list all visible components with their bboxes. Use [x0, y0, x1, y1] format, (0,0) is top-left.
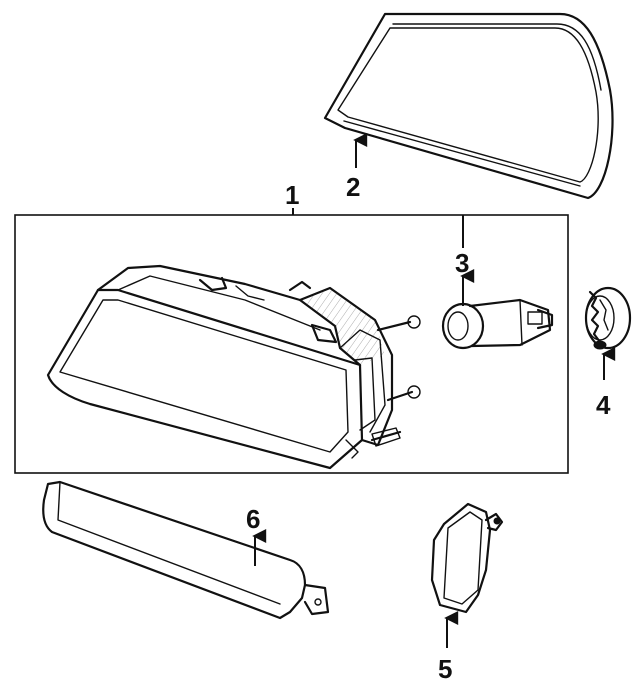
callout-1: 1	[285, 180, 299, 210]
part-4-socket	[584, 286, 632, 350]
part-5-marker-lamp	[430, 502, 504, 614]
callout-4: 4	[596, 390, 611, 420]
part-1-assembly-box	[14, 208, 569, 474]
callout-3: 3	[455, 248, 469, 278]
part-2-gasket	[323, 12, 614, 200]
part-1-headlamp	[46, 264, 421, 470]
callout-5: 5	[438, 654, 452, 684]
callout-6: 6	[246, 504, 260, 534]
part-3-bulb	[441, 298, 554, 350]
callout-2: 2	[346, 172, 360, 202]
part-6-filler-panel	[42, 480, 330, 620]
